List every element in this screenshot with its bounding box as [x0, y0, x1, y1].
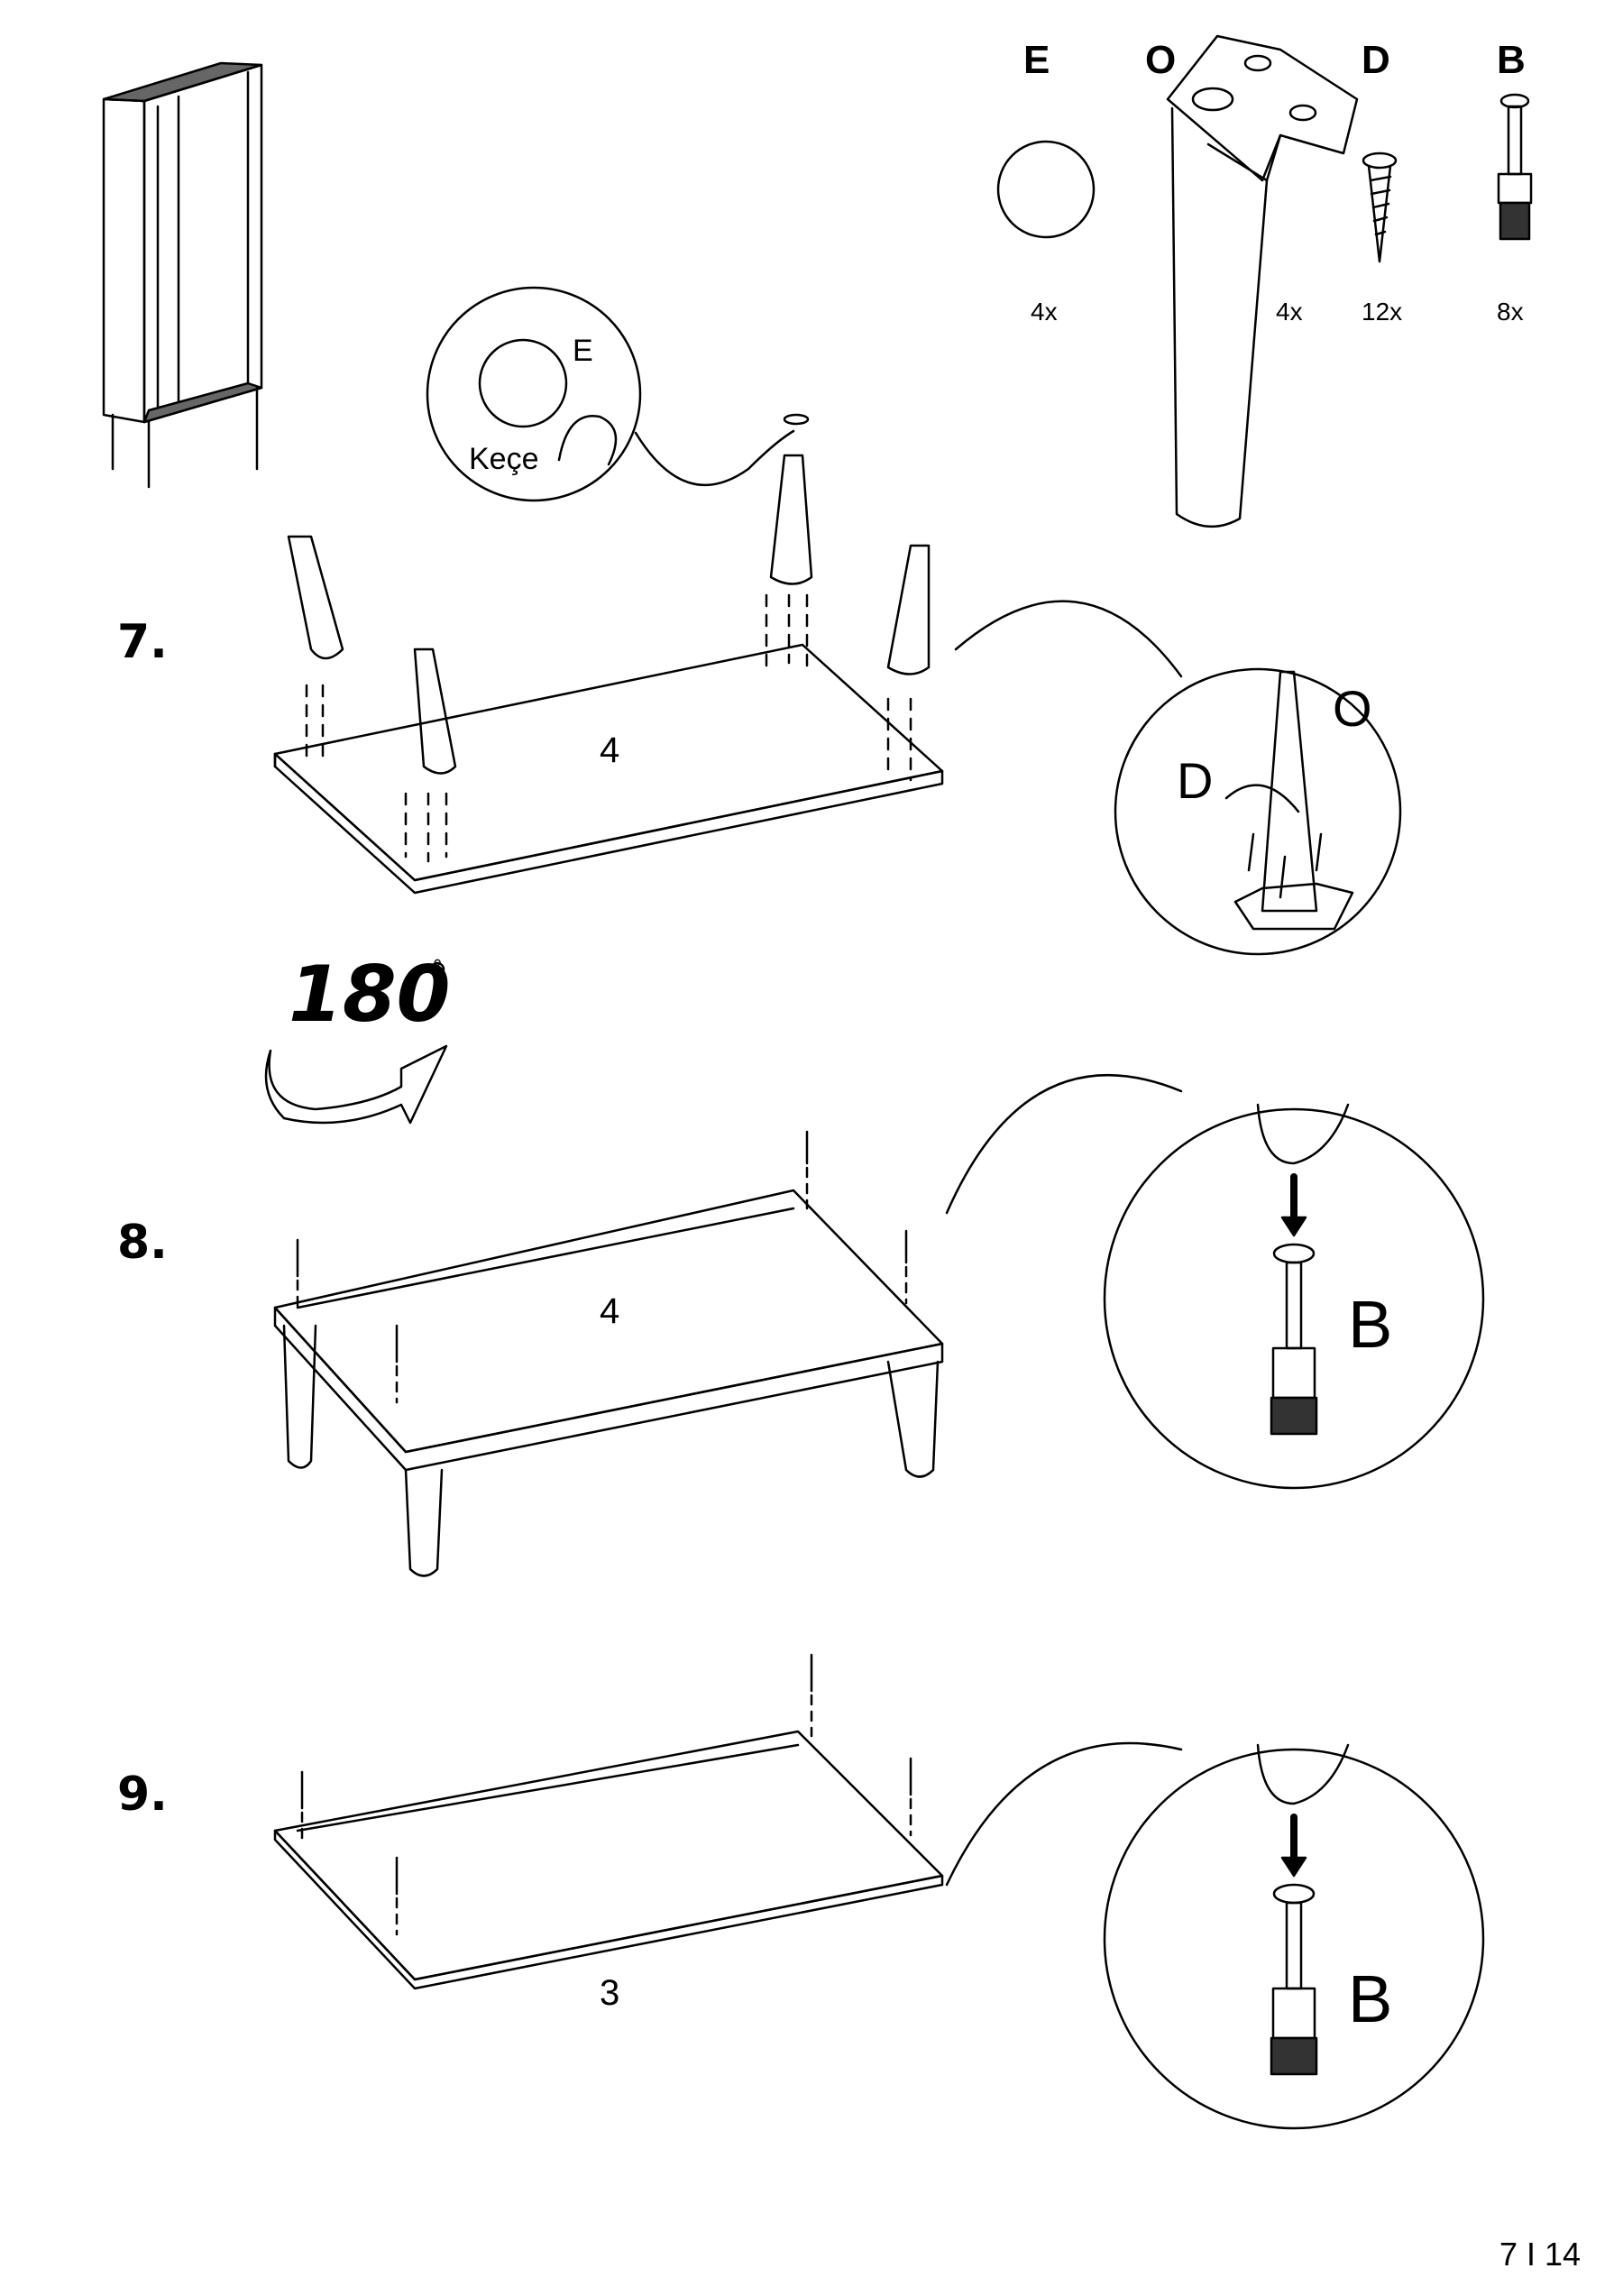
felt-zoom: [426, 286, 810, 502]
rotation-arrow-icon: [264, 961, 448, 1125]
step-number-7: 7.: [117, 615, 168, 669]
step-number-8: 8.: [117, 1216, 168, 1270]
leg-part: [1166, 34, 1359, 528]
part-letter-e: E: [1023, 38, 1050, 82]
part-letter-d: D: [1362, 38, 1390, 82]
step9-panel-drawing: [273, 1653, 1183, 1990]
qty-b: 8x: [1497, 298, 1524, 326]
step9-part-letter: B: [1348, 1961, 1393, 2036]
qty-e: 4x: [1031, 298, 1058, 326]
rotation-value: 180: [289, 950, 451, 1040]
step8-panel-number: 4: [600, 1291, 620, 1331]
step9-bolt-zoom: [1103, 1743, 1485, 2130]
step8-part-letter: B: [1348, 1287, 1393, 1362]
step7-panel-drawing: [273, 454, 1183, 895]
felt-label: Keçe: [469, 442, 539, 476]
step8-panel-drawing: [273, 1073, 1183, 1577]
rotation-unit: °: [433, 954, 443, 981]
step9-panel-number: 3: [600, 1973, 620, 2013]
step-number-9: 9.: [117, 1768, 168, 1822]
part-letter-b: B: [1497, 38, 1526, 82]
cabinet-overview: [102, 61, 263, 489]
qty-d: 12x: [1362, 298, 1403, 326]
leg-screw-zoom: [1114, 667, 1402, 956]
screw-part: [1362, 152, 1398, 263]
felt-pad-part: [996, 140, 1096, 239]
screw-zoom-letter: D: [1177, 752, 1214, 809]
felt-letter: E: [573, 334, 593, 368]
part-letter-o: O: [1145, 38, 1177, 82]
step7-panel-number: 4: [600, 730, 620, 770]
step8-bolt-zoom: [1103, 1103, 1485, 1490]
qty-o: 4x: [1276, 298, 1303, 326]
leg-zoom-letter: O: [1333, 680, 1372, 737]
cam-bolt-part: [1497, 93, 1533, 241]
page-number: 7 I 14: [1499, 2236, 1582, 2273]
